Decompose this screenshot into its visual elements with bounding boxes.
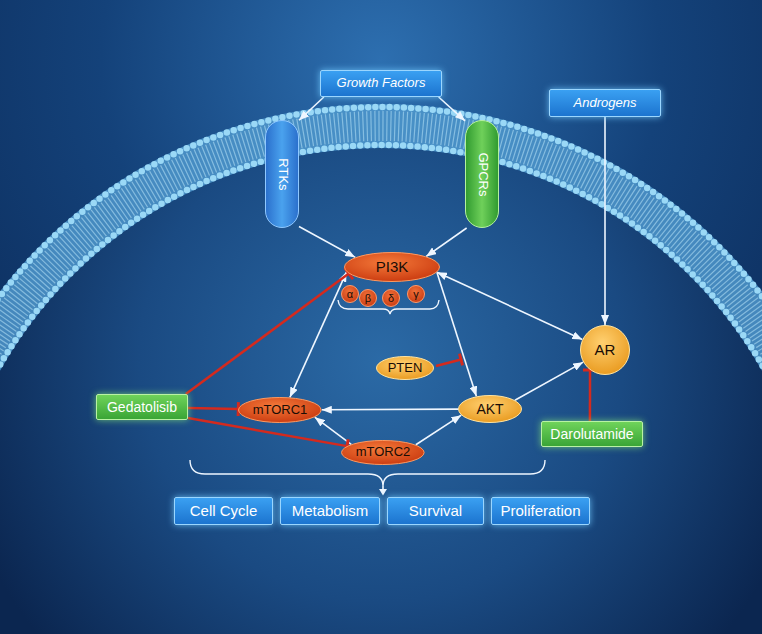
isoform-circle: δ [382, 289, 400, 307]
node-label: γ [413, 288, 419, 301]
inhibition-connector [188, 408, 238, 409]
node-label: mTORC1 [253, 403, 308, 418]
inhibition-line [436, 360, 461, 367]
outcome-box: Proliferation [491, 497, 590, 525]
activation-arrow [322, 408, 458, 410]
membrane-heads-inner [0, 145, 762, 634]
node-label: PI3K [376, 258, 409, 275]
phosphatase-node: PTEN [376, 356, 434, 380]
node-ellipse [360, 290, 377, 307]
inhibition-bar [460, 354, 463, 366]
node-ellipse [408, 286, 425, 303]
outcome-box: Survival [387, 497, 484, 525]
node-ellipse [377, 357, 434, 380]
membrane-tails [0, 126, 762, 634]
node-label: Growth Factors [337, 76, 426, 91]
node-label: PTEN [388, 361, 423, 376]
drug-box: Darolutamide [541, 421, 643, 447]
receptor-symbol: GPCRs [465, 120, 499, 228]
activation-arrow [299, 97, 324, 120]
activation-arrow [299, 227, 355, 258]
output-arrowhead [379, 489, 387, 496]
stimulus-box: Growth Factors [320, 70, 442, 97]
inhibition-connector [589, 370, 592, 421]
kinase-node: mTORC1 [238, 397, 322, 423]
activation-arrow [416, 415, 461, 445]
node-ellipse [342, 286, 359, 303]
activation-arrow [604, 117, 606, 325]
receptor-outline [466, 121, 499, 228]
outcome-box: Metabolism [280, 497, 380, 525]
receptor-outline [266, 121, 299, 228]
node-label: Darolutamide [550, 426, 633, 442]
activation-arrow [426, 228, 466, 256]
node-ellipse [383, 290, 400, 307]
kinase-node: PI3K [344, 252, 440, 282]
activation-arrow [439, 97, 465, 121]
node-label: mTORC2 [356, 445, 411, 460]
activation-arrow [437, 272, 582, 339]
node-ellipse [345, 253, 440, 282]
inhibition-connector [186, 274, 349, 394]
membrane-band [0, 126, 762, 634]
membrane-heads-outer [0, 107, 762, 634]
isoform-circle: α [341, 285, 359, 303]
node-label: Metabolism [292, 502, 369, 519]
kinase-node: AKT [458, 395, 522, 423]
node-label: Gedatolisib [107, 399, 177, 415]
node-label: δ [388, 292, 394, 305]
node-label: Cell Cycle [190, 502, 258, 519]
activation-arrow [290, 272, 347, 398]
node-label: β [365, 292, 371, 305]
node-label: Androgens [574, 96, 637, 111]
node-label: AKT [476, 401, 503, 417]
drug-box: Gedatolisib [96, 394, 188, 420]
node-label: α [347, 288, 353, 301]
stimulus-box: Androgens [549, 89, 661, 117]
node-label: AR [595, 341, 616, 358]
activation-arrow [515, 362, 583, 400]
isoform-circle: γ [407, 285, 425, 303]
outcome-box: Cell Cycle [174, 497, 273, 525]
kinase-node: mTORC2 [341, 440, 425, 465]
node-ellipse [581, 326, 630, 375]
node-label: Survival [409, 502, 462, 519]
receptor-symbol: RTKs [265, 120, 299, 228]
node-ellipse [459, 396, 522, 423]
node-ellipse [239, 398, 322, 423]
node-ellipse [342, 441, 425, 465]
activation-arrow [437, 272, 476, 396]
node-label: GPCRs [475, 152, 490, 196]
isoform-circle: β [359, 289, 377, 307]
receptor-node: AR [580, 325, 630, 375]
node-label: Proliferation [500, 502, 580, 519]
node-label: RTKs [275, 158, 290, 190]
